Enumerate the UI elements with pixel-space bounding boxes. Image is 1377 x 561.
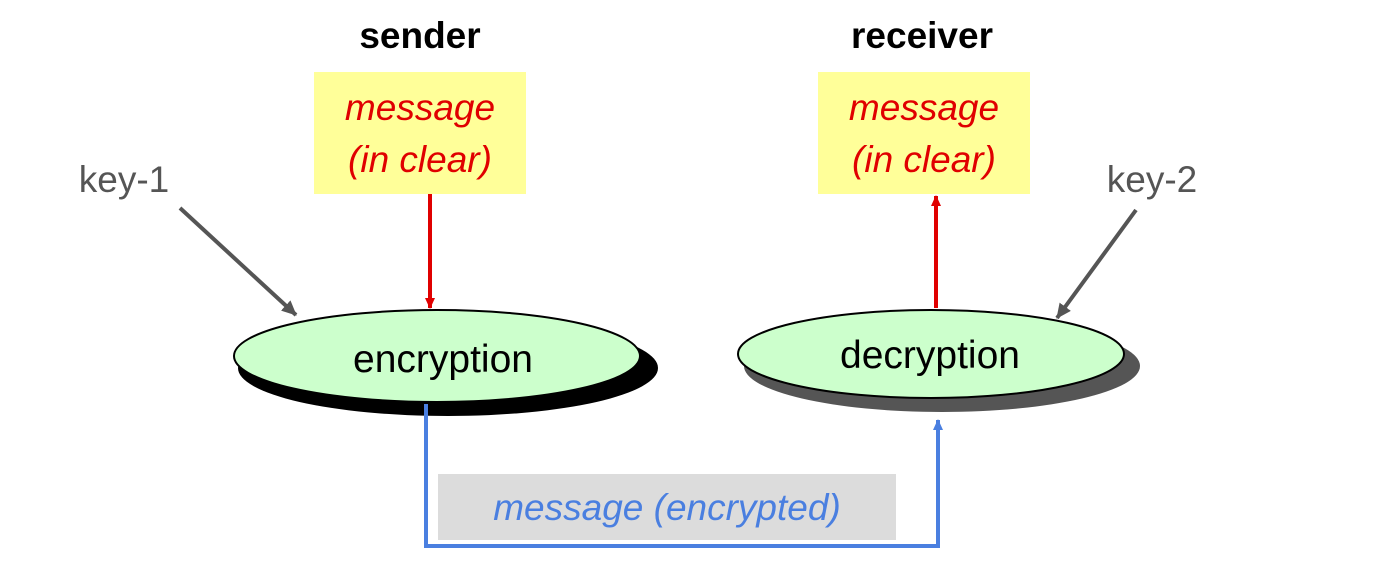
encrypted-channel: message (encrypted) — [424, 404, 943, 548]
key-2-arrow — [1055, 208, 1138, 320]
key-1-label: key-1 — [79, 159, 169, 200]
key-2-label: key-2 — [1107, 159, 1197, 200]
decryption-node: decryption — [737, 309, 1140, 412]
sender-heading: sender — [359, 15, 480, 56]
encryption-node: encryption — [233, 309, 658, 416]
encryption-label: encryption — [353, 338, 533, 381]
receiver-heading: receiver — [851, 15, 993, 56]
sender-message-line1: message — [345, 87, 495, 128]
decryption-label: decryption — [840, 334, 1020, 377]
encrypted-message-label: message (encrypted) — [493, 487, 841, 528]
receiver-message-box: message (in clear) — [818, 72, 1030, 194]
encrypted-label-box — [438, 474, 896, 540]
sender-message-line2: (in clear) — [348, 139, 492, 180]
sender-message-box: message (in clear) — [314, 72, 526, 194]
key-1-arrow — [178, 206, 298, 317]
receiver-message-line1: message — [849, 87, 999, 128]
encrypted-channel-arrow — [424, 404, 943, 548]
receiver-message-line2: (in clear) — [852, 139, 996, 180]
